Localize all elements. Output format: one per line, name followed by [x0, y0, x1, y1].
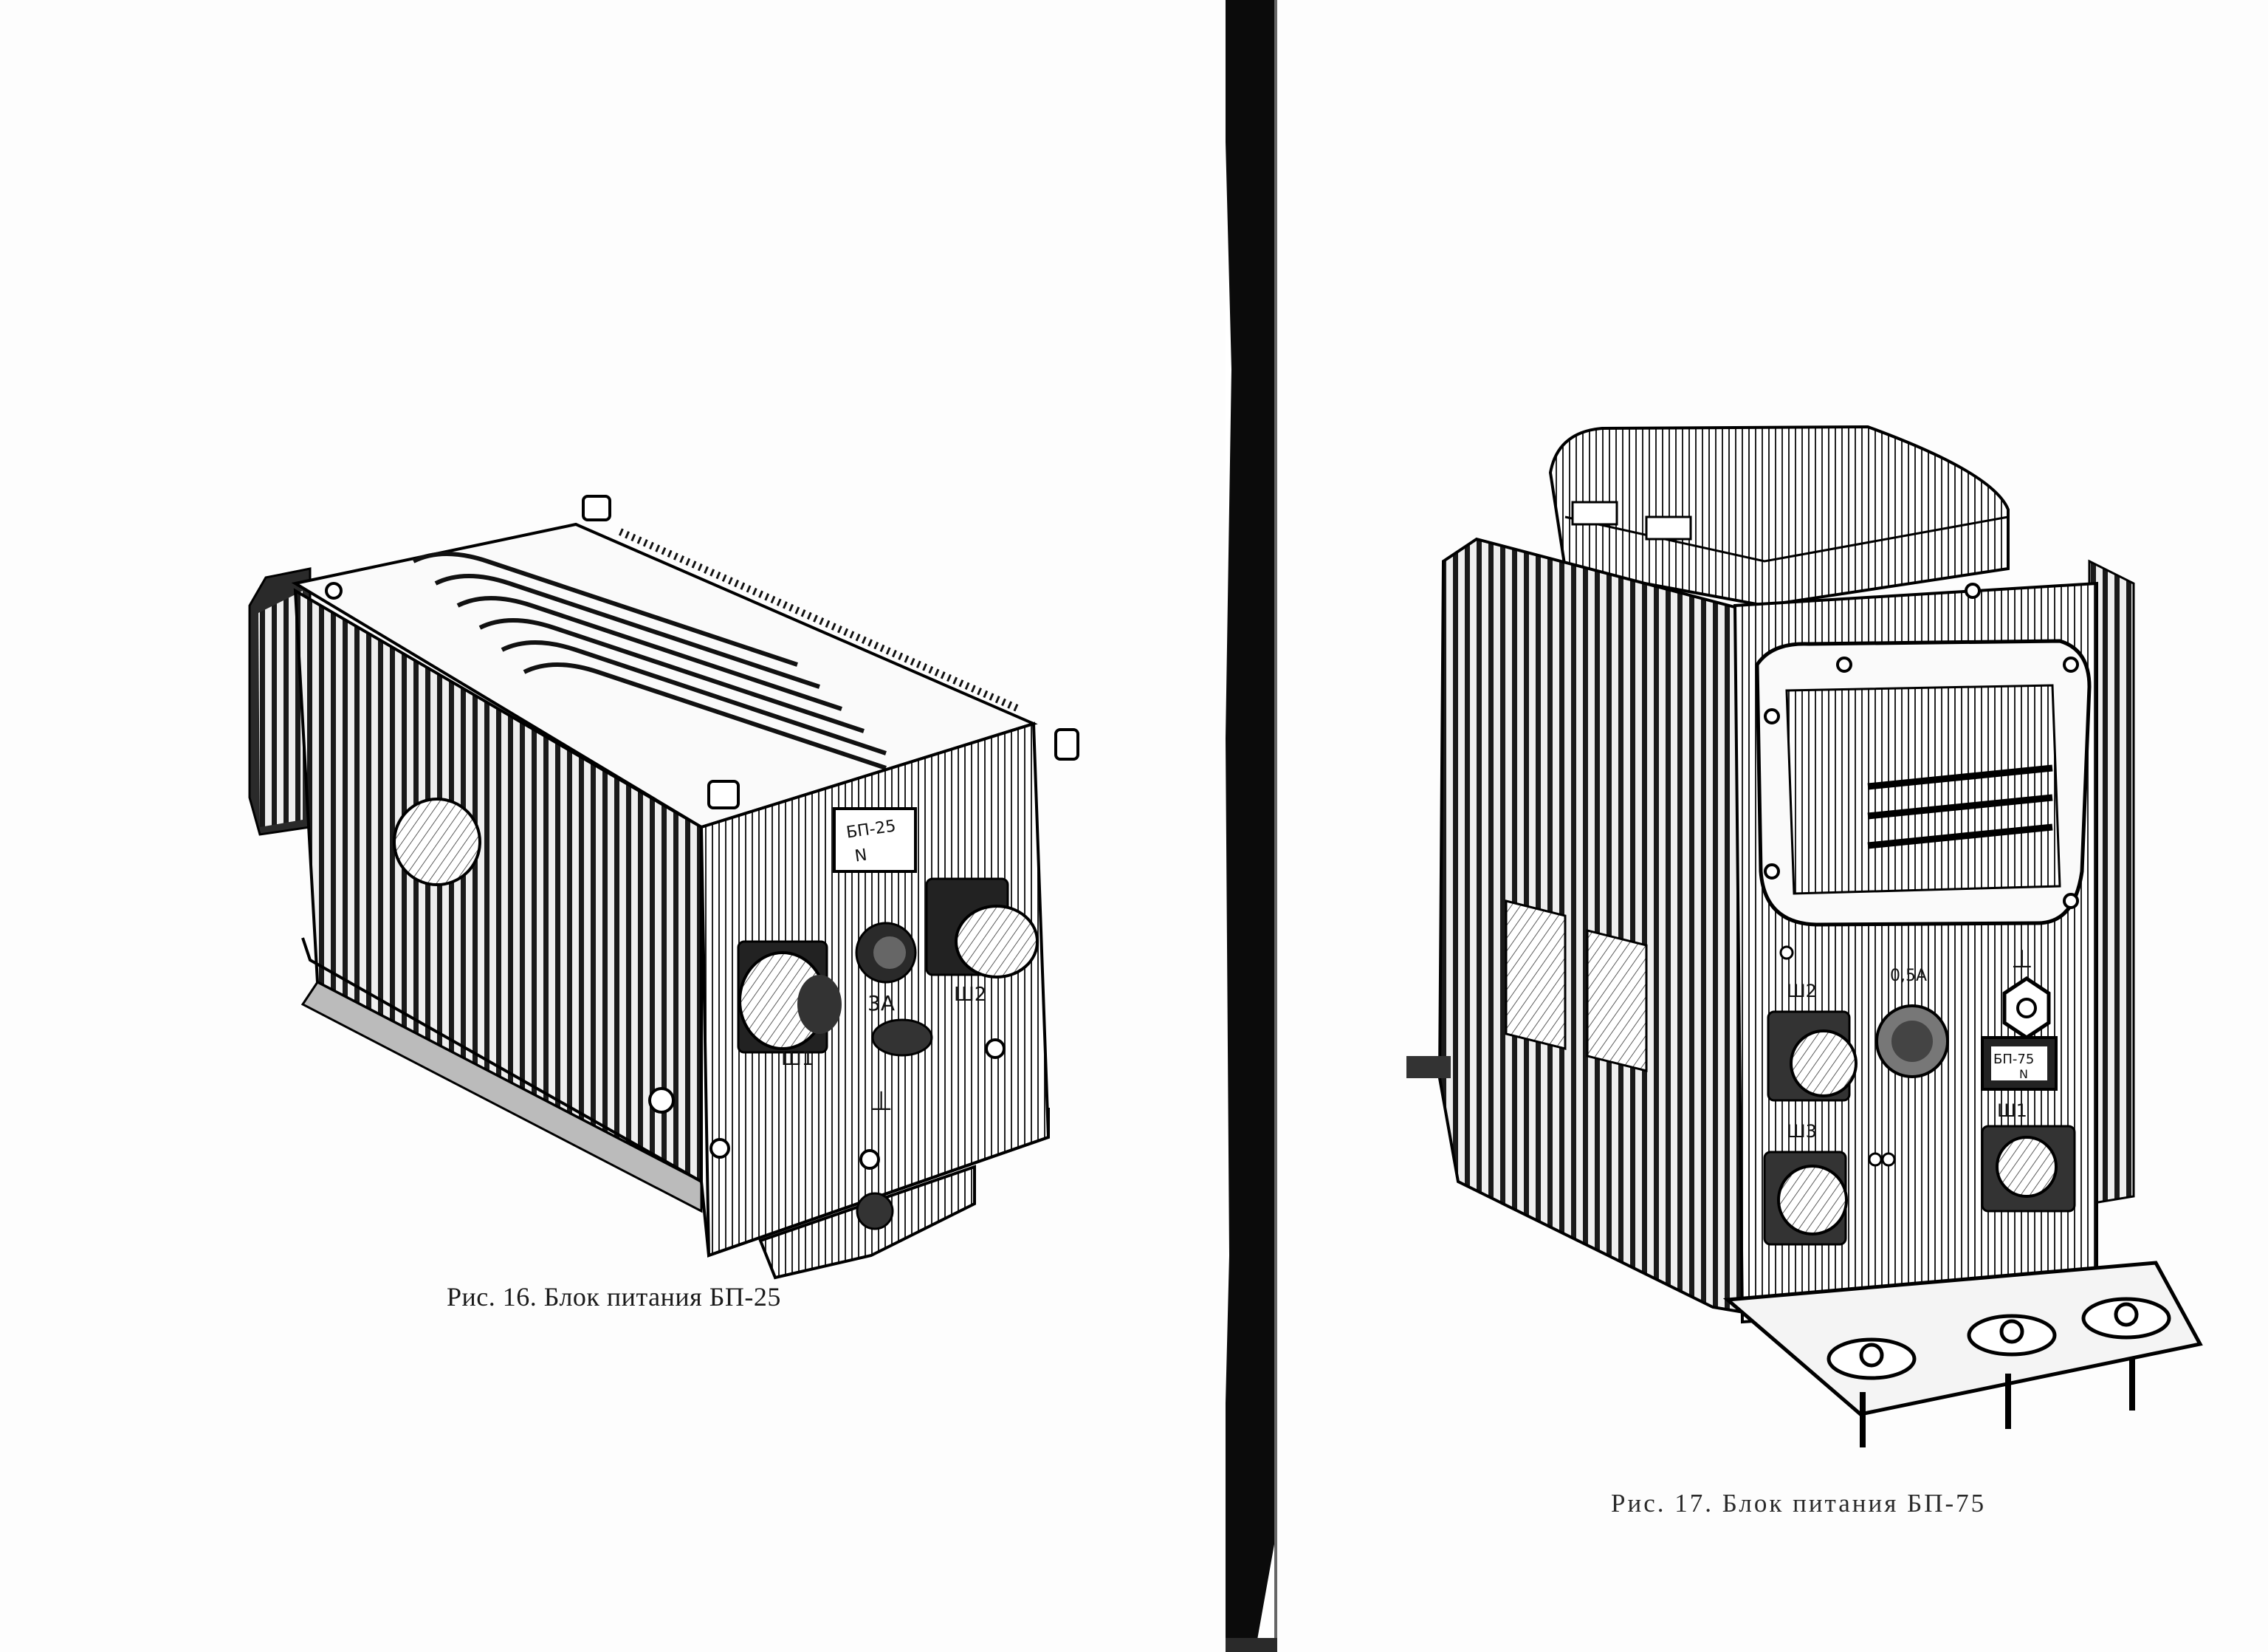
bp25-base-plate	[301, 937, 1050, 1258]
bp75-fuse-label: 0,5А	[1890, 967, 1927, 985]
bp75-terminal-strip	[1722, 1261, 2203, 1416]
bp75-side-heatsink	[1437, 537, 1759, 1317]
bp75-connector-sh3: Ш3	[1763, 1121, 1848, 1246]
bp75-connector-sh2: Ш2	[1767, 981, 1858, 1102]
bp25-fuse-holder: 3А	[855, 922, 917, 1015]
bp25-top-louvres	[412, 552, 887, 770]
bp75-terminal-posts	[1827, 1297, 2171, 1380]
bp25-connector-sh1: Ш1	[737, 940, 842, 1070]
bp25-side-fan-boss	[393, 798, 481, 886]
bp25-sh2-label: Ш2	[954, 984, 986, 1006]
bp25-corner-screws	[325, 495, 1079, 809]
bp75-vent-slats	[1867, 764, 2053, 849]
bp25-sh1-label: Ш1	[781, 1048, 814, 1070]
bp25-name-plate: БП-25 N	[833, 807, 917, 873]
gutter-shadow	[1203, 0, 1285, 1652]
bp25-ground-terminal: ⊥	[870, 1018, 933, 1117]
bp75-name-plate: БП-75 N	[1981, 1036, 2058, 1091]
bp75-plate-number-text: N	[2019, 1067, 2028, 1081]
bp75-ground-label: ⊥	[2011, 945, 2033, 974]
bp75-connector-sh1: Ш1	[1981, 1100, 2076, 1213]
bp75-sh3-label: Ш3	[1787, 1121, 1817, 1142]
bp25-fuse-label: 3А	[867, 991, 895, 1015]
bp75-fuse-holder: 0,5А	[1875, 967, 1949, 1078]
bp75-side-connector	[1505, 899, 1567, 1050]
bp75-sh1-label: Ш1	[1997, 1100, 2027, 1121]
figure-16-caption: Рис. 16. Блок питания БП-25	[447, 1282, 781, 1312]
bp75-ground-terminal: ⊥	[2002, 945, 2051, 1041]
figure-17-caption: Рис. 17. Блок питания БП-75	[1611, 1489, 1987, 1518]
bp25-ground-label: ⊥	[870, 1086, 893, 1117]
bp75-plate-model-text: БП-75	[1993, 1052, 2034, 1067]
bp25-plate-number-text: N	[853, 846, 868, 866]
bp25-connector-sh2: Ш2	[925, 877, 1039, 1006]
bp75-sh2-label: Ш2	[1787, 981, 1817, 1001]
bp75-top-transformer-cover	[1548, 425, 2010, 608]
